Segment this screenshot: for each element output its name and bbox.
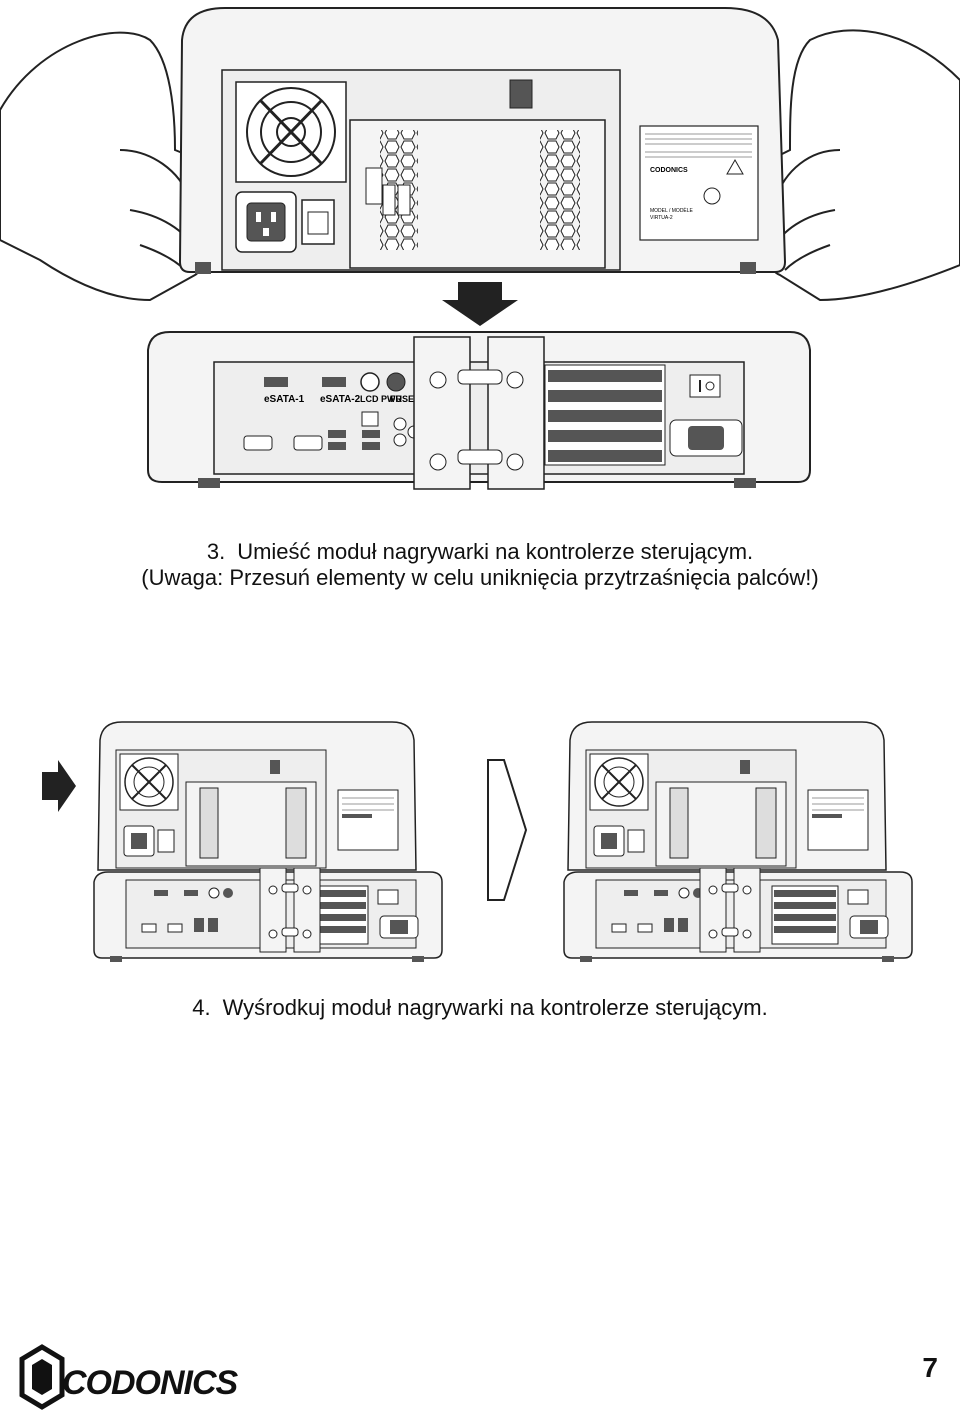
codonics-logo-icon: [19, 1344, 65, 1410]
step4-after: [563, 721, 913, 963]
step4-illustration: [42, 721, 913, 963]
step3-note: (Uwaga: Przesuń elementy w celu uniknięc…: [141, 565, 819, 590]
lcd-pwr-label: LCD PWR: [360, 394, 402, 404]
step3-number: 3.: [206, 539, 226, 564]
step3-caption: 3. Umieść moduł nagrywarki na kontrolerze…: [0, 538, 960, 565]
page-number: 7: [922, 1352, 938, 1383]
footer-brand: CODONICS: [62, 1364, 238, 1402]
esata2-label: eSATA-2: [320, 394, 361, 405]
label-model: MODEL / MODÈLE: [650, 207, 694, 214]
step3-illustration: CODONICS MODEL / MODÈLE VIRTUA-2 eSATA-1…: [0, 7, 960, 490]
label-brand: CODONICS: [650, 167, 688, 174]
burner-module-rear: CODONICS MODEL / MODÈLE VIRTUA-2: [178, 7, 787, 274]
right-arrow-icon: [42, 760, 76, 812]
step4-text: Wyśrodkuj moduł nagrywarki na kontrolerz…: [222, 995, 768, 1020]
step4-number: 4.: [192, 995, 211, 1020]
center-arrow-icon: [487, 759, 528, 901]
controller-rear: eSATA-1 eSATA-2 LCD PWR FUSE: [147, 331, 811, 490]
left-hand: [0, 31, 212, 302]
step4-caption: 4. Wyśrodkuj moduł nagrywarki na kontrole…: [0, 994, 960, 1021]
right-hand: [758, 29, 960, 302]
down-arrow-icon: [442, 282, 518, 326]
label-model-value: VIRTUA-2: [650, 215, 673, 221]
fuse-label: FUSE: [390, 394, 414, 404]
step4-before: [93, 721, 443, 963]
esata1-label: eSATA-1: [264, 394, 305, 405]
step3-line1: Umieść moduł nagrywarki na kontrolerze s…: [237, 539, 754, 564]
